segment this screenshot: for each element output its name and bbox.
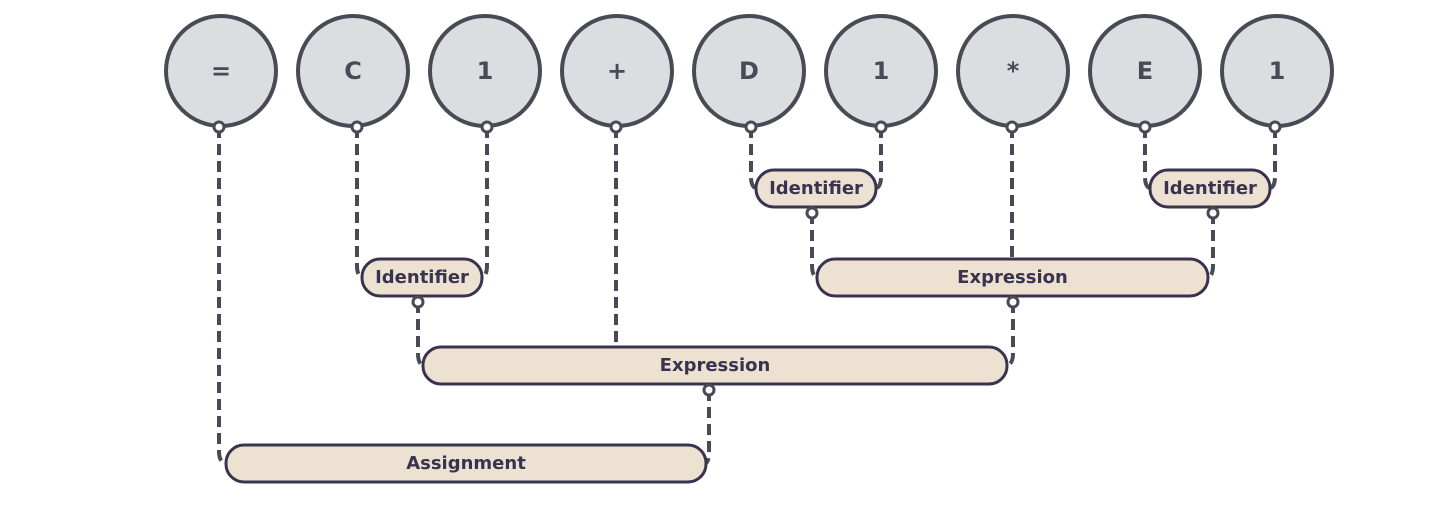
edge-t-d-to-n-ident-d1: [749, 127, 759, 191]
edges-layer: [217, 127, 1277, 466]
grammar-node-box: [754, 168, 878, 209]
token-node-t-plus: +: [560, 14, 674, 128]
grammar-node-n-expr-mul: Expression: [815, 257, 1210, 298]
grammar-node-label: Identifier: [769, 178, 863, 199]
edge-t-c-to-n-ident-c1: [355, 127, 365, 280]
port-t-star: [1005, 120, 1019, 134]
edge-t-eq-to-n-assign: [217, 127, 229, 466]
edge-t-1c-to-n-ident-e1: [1267, 127, 1277, 191]
grammar-node-label: Identifier: [375, 267, 469, 288]
edge-t-1b-to-n-ident-d1: [873, 127, 883, 191]
port-t-plus: [609, 120, 623, 134]
grammar-node-label: Expression: [957, 267, 1068, 288]
grammar-node-box: [1148, 168, 1272, 209]
edge-n-ident-d1-to-n-expr-mul: [810, 213, 820, 280]
grammar-node-label: Identifier: [1163, 178, 1257, 199]
port-n-expr-add: [702, 383, 716, 397]
token-label: E: [1137, 57, 1153, 85]
ports-layer: [212, 120, 1282, 397]
edge-n-expr-mul-to-n-expr-add: [1004, 302, 1015, 368]
port-n-expr-mul: [1006, 295, 1020, 309]
token-label: 1: [477, 57, 494, 85]
token-label: *: [1007, 57, 1020, 85]
token-node-t-1a: 1: [428, 14, 542, 128]
edge-n-ident-c1-to-n-expr-add: [416, 302, 426, 368]
port-t-d: [744, 120, 758, 134]
tokens-layer: = C 1 + D 1 * E 1: [164, 14, 1334, 128]
edge-n-ident-e1-to-n-expr-mul: [1205, 213, 1215, 280]
token-label: +: [607, 57, 627, 85]
grammar-node-n-expr-add: Expression: [421, 345, 1009, 386]
token-label: 1: [1269, 57, 1286, 85]
grammar-node-label: Assignment: [406, 453, 526, 474]
token-node-t-1b: 1: [824, 14, 938, 128]
port-n-ident-e1: [1206, 206, 1220, 220]
token-node-t-c: C: [296, 14, 410, 128]
token-node-t-star: *: [956, 14, 1070, 128]
token-label: C: [344, 57, 362, 85]
port-t-1a: [480, 120, 494, 134]
port-n-ident-d1: [805, 206, 819, 220]
port-t-e: [1138, 120, 1152, 134]
token-node-t-e: E: [1088, 14, 1202, 128]
grammar-node-box: [421, 345, 1009, 386]
edge-t-e-to-n-ident-e1: [1143, 127, 1153, 191]
port-t-1b: [874, 120, 888, 134]
grammar-node-n-assign: Assignment: [224, 443, 708, 484]
grammar-node-box: [224, 443, 708, 484]
port-t-c: [350, 120, 364, 134]
port-n-ident-c1: [411, 295, 425, 309]
port-t-1c: [1268, 120, 1282, 134]
edge-n-expr-add-to-n-assign: [703, 390, 711, 466]
token-label: =: [211, 57, 231, 85]
grammar-node-label: Expression: [660, 355, 771, 376]
token-node-t-d: D: [692, 14, 806, 128]
token-label: 1: [873, 57, 890, 85]
grammar-node-n-ident-d1: Identifier: [754, 168, 878, 209]
grammar-node-n-ident-c1: Identifier: [360, 257, 484, 298]
grammar-node-box: [360, 257, 484, 298]
edge-t-1a-to-n-ident-c1: [479, 127, 489, 280]
grammar-node-n-ident-e1: Identifier: [1148, 168, 1272, 209]
token-label: D: [739, 57, 759, 85]
port-t-eq: [212, 120, 226, 134]
token-node-t-1c: 1: [1220, 14, 1334, 128]
token-node-t-eq: =: [164, 14, 278, 128]
